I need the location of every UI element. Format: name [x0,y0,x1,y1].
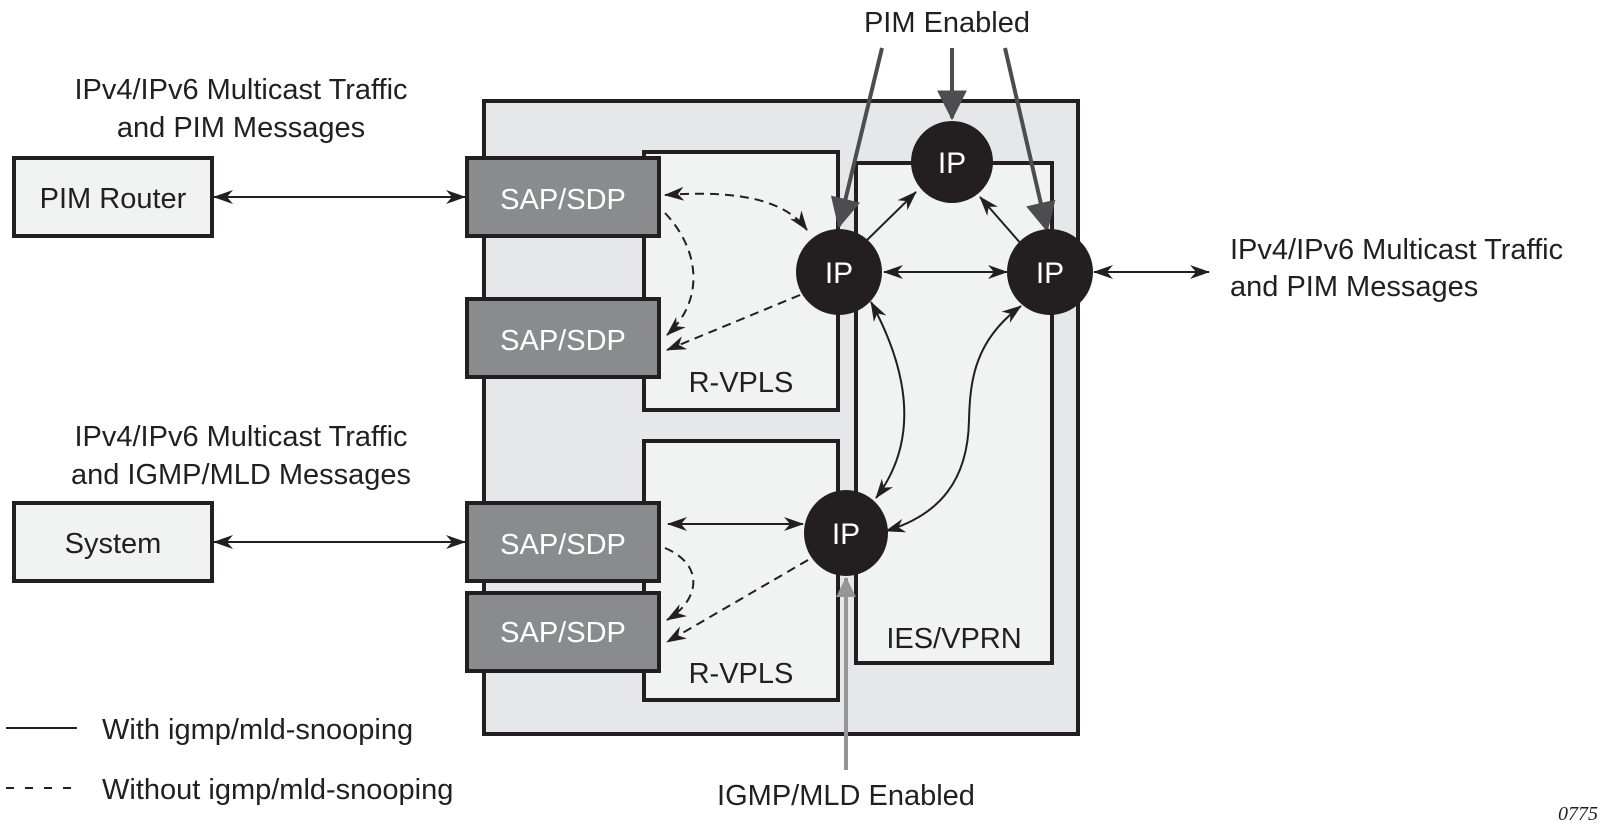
system-box[interactable]: System [12,501,214,583]
ip-left-to-ip-top [863,191,917,244]
ip-node-right-label: IP [1036,257,1064,290]
figure-id: 0775 [1558,803,1598,825]
sap-sdp-4[interactable]: SAP/SDP [465,591,661,673]
pim-router-label: PIM Router [40,183,187,215]
top-left-caption-line1: IPv4/IPv6 Multicast Traffic [74,74,407,106]
ip-bottom-sap4-dashed [666,559,809,643]
system-label: System [65,528,162,560]
pim-enabled-arrow-right [1003,47,1056,233]
ies-vprn-label: IES/VPRN [886,623,1021,655]
ip-node-left-label: IP [825,257,853,290]
ies-vprn-box [854,161,1054,665]
sap3-sap4-dashed [664,547,695,621]
bottom-left-caption-line1: IPv4/IPv6 Multicast Traffic [74,421,407,453]
sap-sdp-1[interactable]: SAP/SDP [465,156,661,238]
ip-right-to-ip-top [979,196,1023,246]
ip-node-bottom[interactable]: IP [804,490,888,576]
ip-node-top[interactable]: IP [911,121,993,203]
ip-node-left[interactable]: IP [796,229,882,315]
right-caption-line2: and PIM Messages [1230,271,1478,303]
pim-router-box[interactable]: PIM Router [12,156,214,238]
top-left-caption-line2: and PIM Messages [117,112,365,144]
sap1-ip-left-dashed [664,186,808,231]
sap-sdp-4-label: SAP/SDP [500,617,626,649]
pim-enabled-label: PIM Enabled [864,7,1030,39]
ip-node-top-label: IP [938,147,966,180]
ip-node-bottom-label: IP [832,518,860,551]
legend-dashed-label: Without igmp/mld-snooping [102,774,453,806]
sap-sdp-2[interactable]: SAP/SDP [465,297,661,379]
sap-sdp-3-label: SAP/SDP [500,529,626,561]
sap-sdp-1-label: SAP/SDP [500,184,626,216]
ip-node-right[interactable]: IP [1007,229,1093,315]
sap-sdp-3[interactable]: SAP/SDP [465,501,661,583]
rvpls-bottom-box [642,439,840,702]
rvpls-bottom-label: R-VPLS [689,658,794,690]
right-caption-line1: IPv4/IPv6 Multicast Traffic [1230,234,1563,266]
ip-right-ip-bottom-link [885,305,1022,533]
rvpls-top-label: R-VPLS [689,367,794,399]
ip-left-sap2-dashed [666,294,801,351]
sap-sdp-2-label: SAP/SDP [500,325,626,357]
legend-solid-label: With igmp/mld-snooping [102,714,413,746]
pim-enabled-arrow-left [830,47,884,229]
sap1-sap2-dashed [664,212,695,336]
igmp-mld-enabled-label: IGMP/MLD Enabled [717,780,975,812]
bottom-left-caption-line2: and IGMP/MLD Messages [71,459,411,491]
